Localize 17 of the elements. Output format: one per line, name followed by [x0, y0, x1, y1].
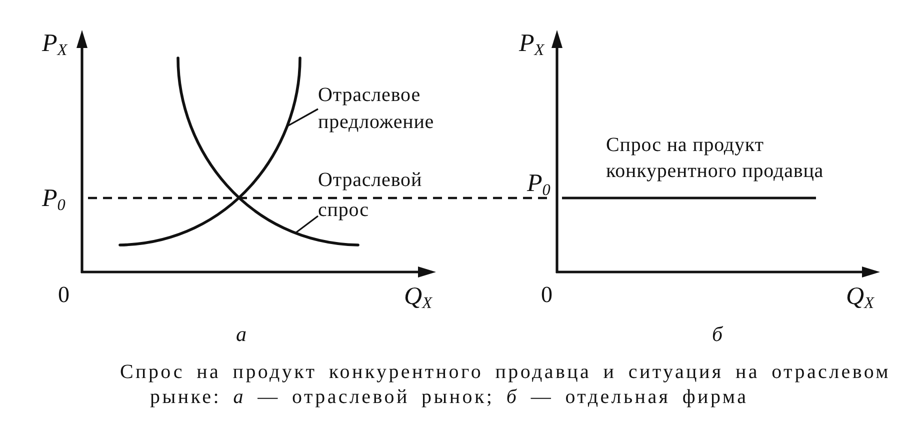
supply-curve [118, 56, 302, 246]
curve-label: Отраслевое предложение [318, 82, 434, 136]
axis-label: Q$_{X}$ [846, 283, 874, 310]
axis-label: Q$_{X}$ [404, 283, 432, 310]
panel-label: а [236, 323, 246, 346]
axis-label: P$_{X}$ [42, 30, 68, 58]
leader-line [286, 108, 318, 127]
panel-label: б [712, 323, 723, 346]
curve-label: Спрос на продукт конкурентного продавца [606, 133, 825, 184]
figure-caption: Спрос на продукт конкурентного продавца и ситуация на отраслевом рынке: а — отраслевой рынок; б — отдельная фирма [120, 360, 892, 410]
origin-label: 0 [541, 282, 552, 308]
price-label: P$_{0}$ [42, 185, 66, 212]
price-label: P$_{0}$ [527, 170, 550, 198]
leader-line [294, 215, 318, 234]
curve-label: Отраслевой спрос [318, 165, 422, 225]
axis-label: P$_{X}$ [519, 30, 544, 58]
origin-label: 0 [58, 282, 70, 308]
